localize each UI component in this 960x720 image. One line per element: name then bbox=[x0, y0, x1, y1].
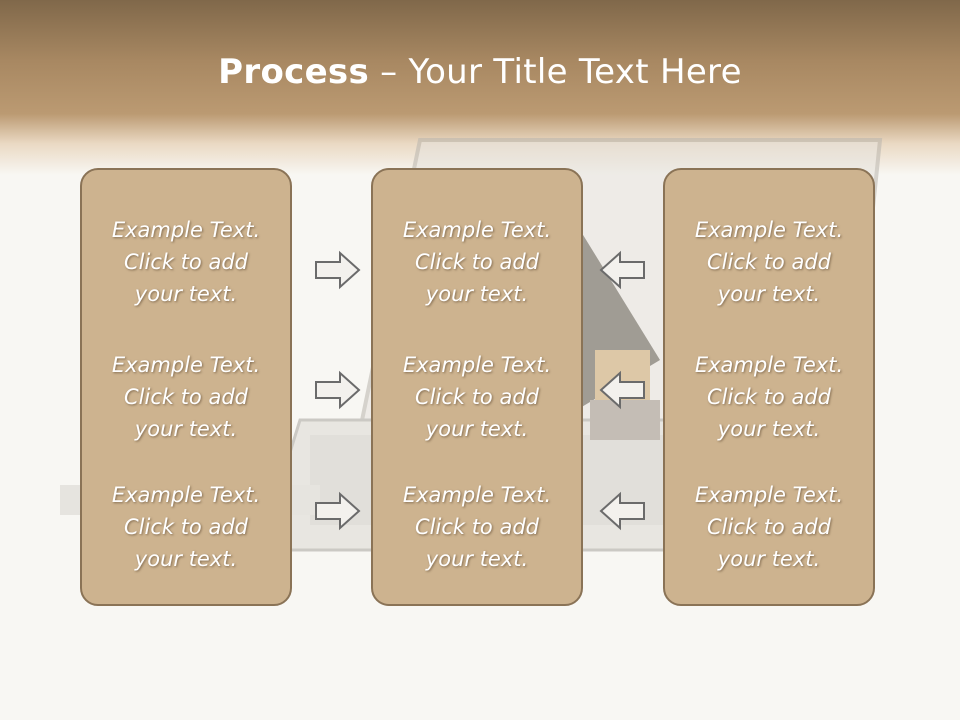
text-line: Click to add bbox=[123, 250, 248, 274]
text-line: your text. bbox=[425, 417, 529, 441]
text-line: your text. bbox=[134, 547, 238, 571]
text-block[interactable]: Example Text. Click to add your text. bbox=[82, 214, 290, 310]
text-block[interactable]: Example Text. Click to add your text. bbox=[82, 349, 290, 445]
text-block[interactable]: Example Text. Click to add your text. bbox=[82, 479, 290, 575]
text-block[interactable]: Example Text. Click to add your text. bbox=[665, 214, 873, 310]
right-arrow-icon bbox=[315, 491, 361, 531]
text-line: Example Text. bbox=[111, 483, 261, 507]
text-line: Example Text. bbox=[402, 353, 552, 377]
text-line: your text. bbox=[717, 417, 821, 441]
text-block[interactable]: Example Text. Click to add your text. bbox=[665, 349, 873, 445]
text-line: Example Text. bbox=[694, 483, 844, 507]
text-line: Example Text. bbox=[111, 218, 261, 242]
process-column-2[interactable]: Example Text. Click to add your text. Ex… bbox=[371, 168, 583, 606]
left-arrow-icon bbox=[599, 370, 645, 410]
text-line: Click to add bbox=[123, 515, 248, 539]
text-block[interactable]: Example Text. Click to add your text. bbox=[373, 479, 581, 575]
text-line: your text. bbox=[717, 547, 821, 571]
text-line: your text. bbox=[425, 282, 529, 306]
text-line: Example Text. bbox=[402, 218, 552, 242]
process-column-3[interactable]: Example Text. Click to add your text. Ex… bbox=[663, 168, 875, 606]
title-bold: Process bbox=[218, 52, 370, 92]
title-rest: – Your Title Text Here bbox=[369, 52, 742, 92]
left-arrow-icon bbox=[599, 250, 645, 290]
right-arrow-icon bbox=[315, 370, 361, 410]
text-line: Example Text. bbox=[694, 218, 844, 242]
text-line: your text. bbox=[134, 282, 238, 306]
text-line: Click to add bbox=[706, 250, 831, 274]
right-arrow-icon bbox=[315, 250, 361, 290]
text-line: Click to add bbox=[123, 385, 248, 409]
text-block[interactable]: Example Text. Click to add your text. bbox=[665, 479, 873, 575]
left-arrow-icon bbox=[599, 491, 645, 531]
text-line: Click to add bbox=[706, 515, 831, 539]
text-line: your text. bbox=[425, 547, 529, 571]
text-line: Example Text. bbox=[694, 353, 844, 377]
text-block[interactable]: Example Text. Click to add your text. bbox=[373, 349, 581, 445]
text-line: Click to add bbox=[414, 515, 539, 539]
slide-title[interactable]: Process – Your Title Text Here bbox=[0, 52, 960, 92]
text-line: your text. bbox=[717, 282, 821, 306]
text-block[interactable]: Example Text. Click to add your text. bbox=[373, 214, 581, 310]
text-line: Example Text. bbox=[402, 483, 552, 507]
text-line: Click to add bbox=[414, 250, 539, 274]
text-line: Click to add bbox=[706, 385, 831, 409]
text-line: Example Text. bbox=[111, 353, 261, 377]
text-line: Click to add bbox=[414, 385, 539, 409]
process-column-1[interactable]: Example Text. Click to add your text. Ex… bbox=[80, 168, 292, 606]
text-line: your text. bbox=[134, 417, 238, 441]
